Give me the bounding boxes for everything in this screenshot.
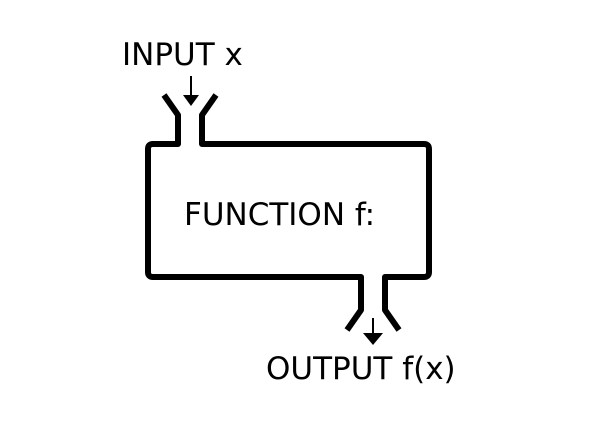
input-label: INPUT x (122, 37, 243, 73)
function-machine-body (145, 93, 432, 332)
output-label: OUTPUT f(x) (266, 351, 456, 387)
output-arrow (363, 318, 383, 345)
input-arrow (183, 76, 199, 106)
function-label: FUNCTION f: (184, 197, 375, 233)
